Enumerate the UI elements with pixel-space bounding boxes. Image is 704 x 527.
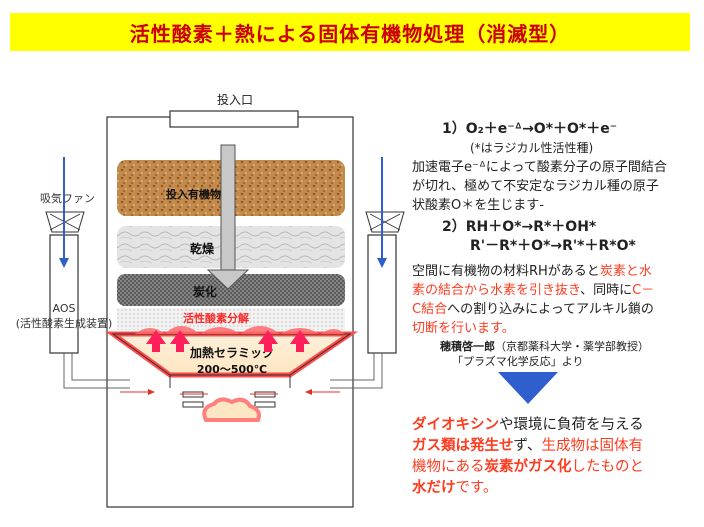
- summary-line-4: 水だけです。: [412, 480, 498, 496]
- author-credit: 穂積啓一郎（京都薬科大学・薬学部教授）: [440, 340, 649, 353]
- fan-label: 吸気ファン: [40, 191, 95, 205]
- layer-input-label: 投入有機物: [166, 187, 221, 201]
- equation-1: 1）O₂＋e⁻ᐞ→O*＋O*＋e⁻: [442, 121, 618, 137]
- decomp-label: 活性酸素分解: [183, 311, 249, 325]
- description-1-line-1: 加速電子e⁻ᐞによって酸素分子の原子間結合: [412, 160, 667, 175]
- equation-2b: R'－R*＋O*→R'*＋R*O*: [470, 238, 636, 254]
- heat-arrows: [146, 330, 310, 352]
- result-arrow-icon: [498, 372, 558, 404]
- description-2-line-3: C結合への割り込みによってアルキル鎖の: [412, 302, 654, 317]
- layer-dry-label: 乾燥: [190, 241, 215, 256]
- layer-carbon: [117, 274, 345, 306]
- layer-decomp: [117, 308, 345, 330]
- temp-label: 200～500℃: [197, 363, 267, 376]
- feed-arrow: [220, 144, 236, 274]
- description-2-line-4: 切断を行います。: [412, 321, 515, 336]
- aos-label: AOS: [53, 302, 76, 315]
- description-2-line-2: 素の結合から水素を引き抜き、同時にC－: [412, 283, 655, 298]
- aos-sub-label: (活性酸素生成装置): [16, 316, 113, 330]
- layer-carbon-label: 炭化: [193, 284, 217, 299]
- summary-line-3: 機物にある炭素がガス化したものと: [412, 459, 644, 475]
- summary-line-1: ダイオキシンや環境に負荷を与える: [412, 417, 644, 433]
- description-1-line-3: 状酸素O＊を生じます-: [412, 198, 544, 213]
- inlet-slot: [169, 110, 299, 128]
- page-title: 活性酸素＋熱による固体有機物処理（消滅型）: [129, 21, 571, 46]
- description-2-line-1: 空間に有機物の材料RHがあると炭素と水: [412, 264, 652, 279]
- aos-unit: [49, 234, 79, 354]
- source-credit: 「プラズマ化学反応」より: [452, 355, 584, 368]
- inlet-label: 投入口: [217, 92, 253, 107]
- equation-1-note: (*はラジカル性活性種): [470, 141, 594, 155]
- title-bar: 活性酸素＋熱による固体有機物処理（消滅型）: [10, 13, 690, 51]
- description-1-line-2: が切れ、極めて不安定なラジカル種の原子: [412, 179, 659, 194]
- equation-2a: 2）RH＋O*→R*＋OH*: [442, 219, 597, 235]
- residue-blob: [202, 397, 261, 422]
- summary-line-2: ガス類は発生せず、生成物は固体有: [412, 438, 643, 454]
- ceramic-label: 加熱セラミック: [189, 345, 274, 360]
